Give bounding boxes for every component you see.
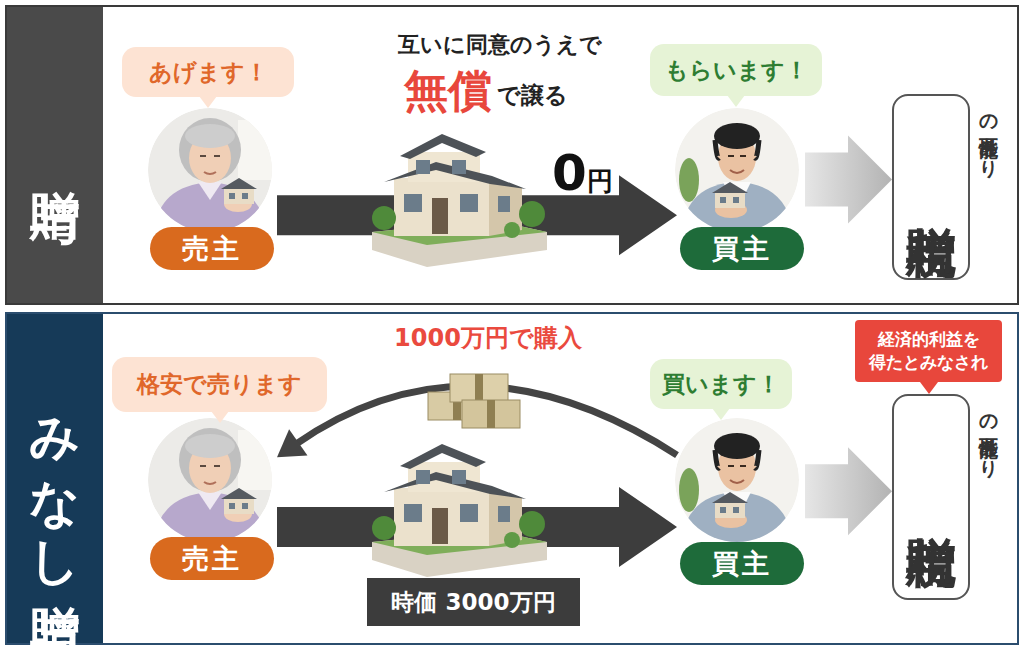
- bubble-text: もらいます！: [665, 55, 808, 86]
- speech-bubble: 買います！: [650, 359, 792, 409]
- role-label: 買主: [712, 546, 772, 582]
- role-label: 売主: [182, 231, 242, 267]
- speech-bubble: あげます！: [122, 47, 294, 97]
- bubble-text: 格安で売ります: [137, 369, 302, 400]
- person-node: 買主: [677, 420, 805, 587]
- role-label: 買主: [712, 231, 772, 267]
- panel-band: 贈与: [7, 7, 103, 303]
- role-label: 売主: [182, 541, 242, 577]
- callout-box: 経済的利益を 得たとみなされ: [855, 320, 1002, 382]
- role-pill: 買主: [680, 542, 804, 585]
- panel-band: みなし贈与: [7, 314, 103, 643]
- person-node: 買主: [677, 110, 805, 272]
- tax-box: 贈与税の可能性あり: [892, 94, 970, 280]
- note-label: で譲る: [497, 80, 568, 111]
- bubble-text: 買います！: [662, 369, 780, 400]
- price-label: 0円: [552, 148, 613, 198]
- market-price-box: 時価 3000万円: [367, 578, 580, 626]
- tax-note: の可能性あり: [980, 402, 999, 468]
- role-pill: 売主: [150, 227, 274, 270]
- note-label: 無償: [404, 62, 492, 121]
- bubble-text: あげます！: [149, 57, 268, 88]
- speech-bubble: もらいます！: [650, 44, 822, 96]
- role-pill: 売主: [150, 537, 274, 580]
- tax-note: の可能性あり: [980, 102, 999, 168]
- payment-label: 1000万円で購入: [383, 322, 593, 354]
- speech-bubble: 格安で売ります: [112, 357, 327, 412]
- panel-title: みなし贈与: [30, 383, 80, 574]
- panel-title: 贈与: [30, 151, 80, 159]
- role-pill: 買主: [680, 227, 804, 270]
- callout-text: 経済的利益を 得たとみなされ: [868, 328, 990, 374]
- person-node: 売主: [147, 110, 277, 272]
- person-node: 売主: [147, 420, 277, 582]
- note-label: 互いに同意のうえで: [368, 30, 632, 60]
- tax-box: 贈与税の可能性あり: [892, 394, 970, 600]
